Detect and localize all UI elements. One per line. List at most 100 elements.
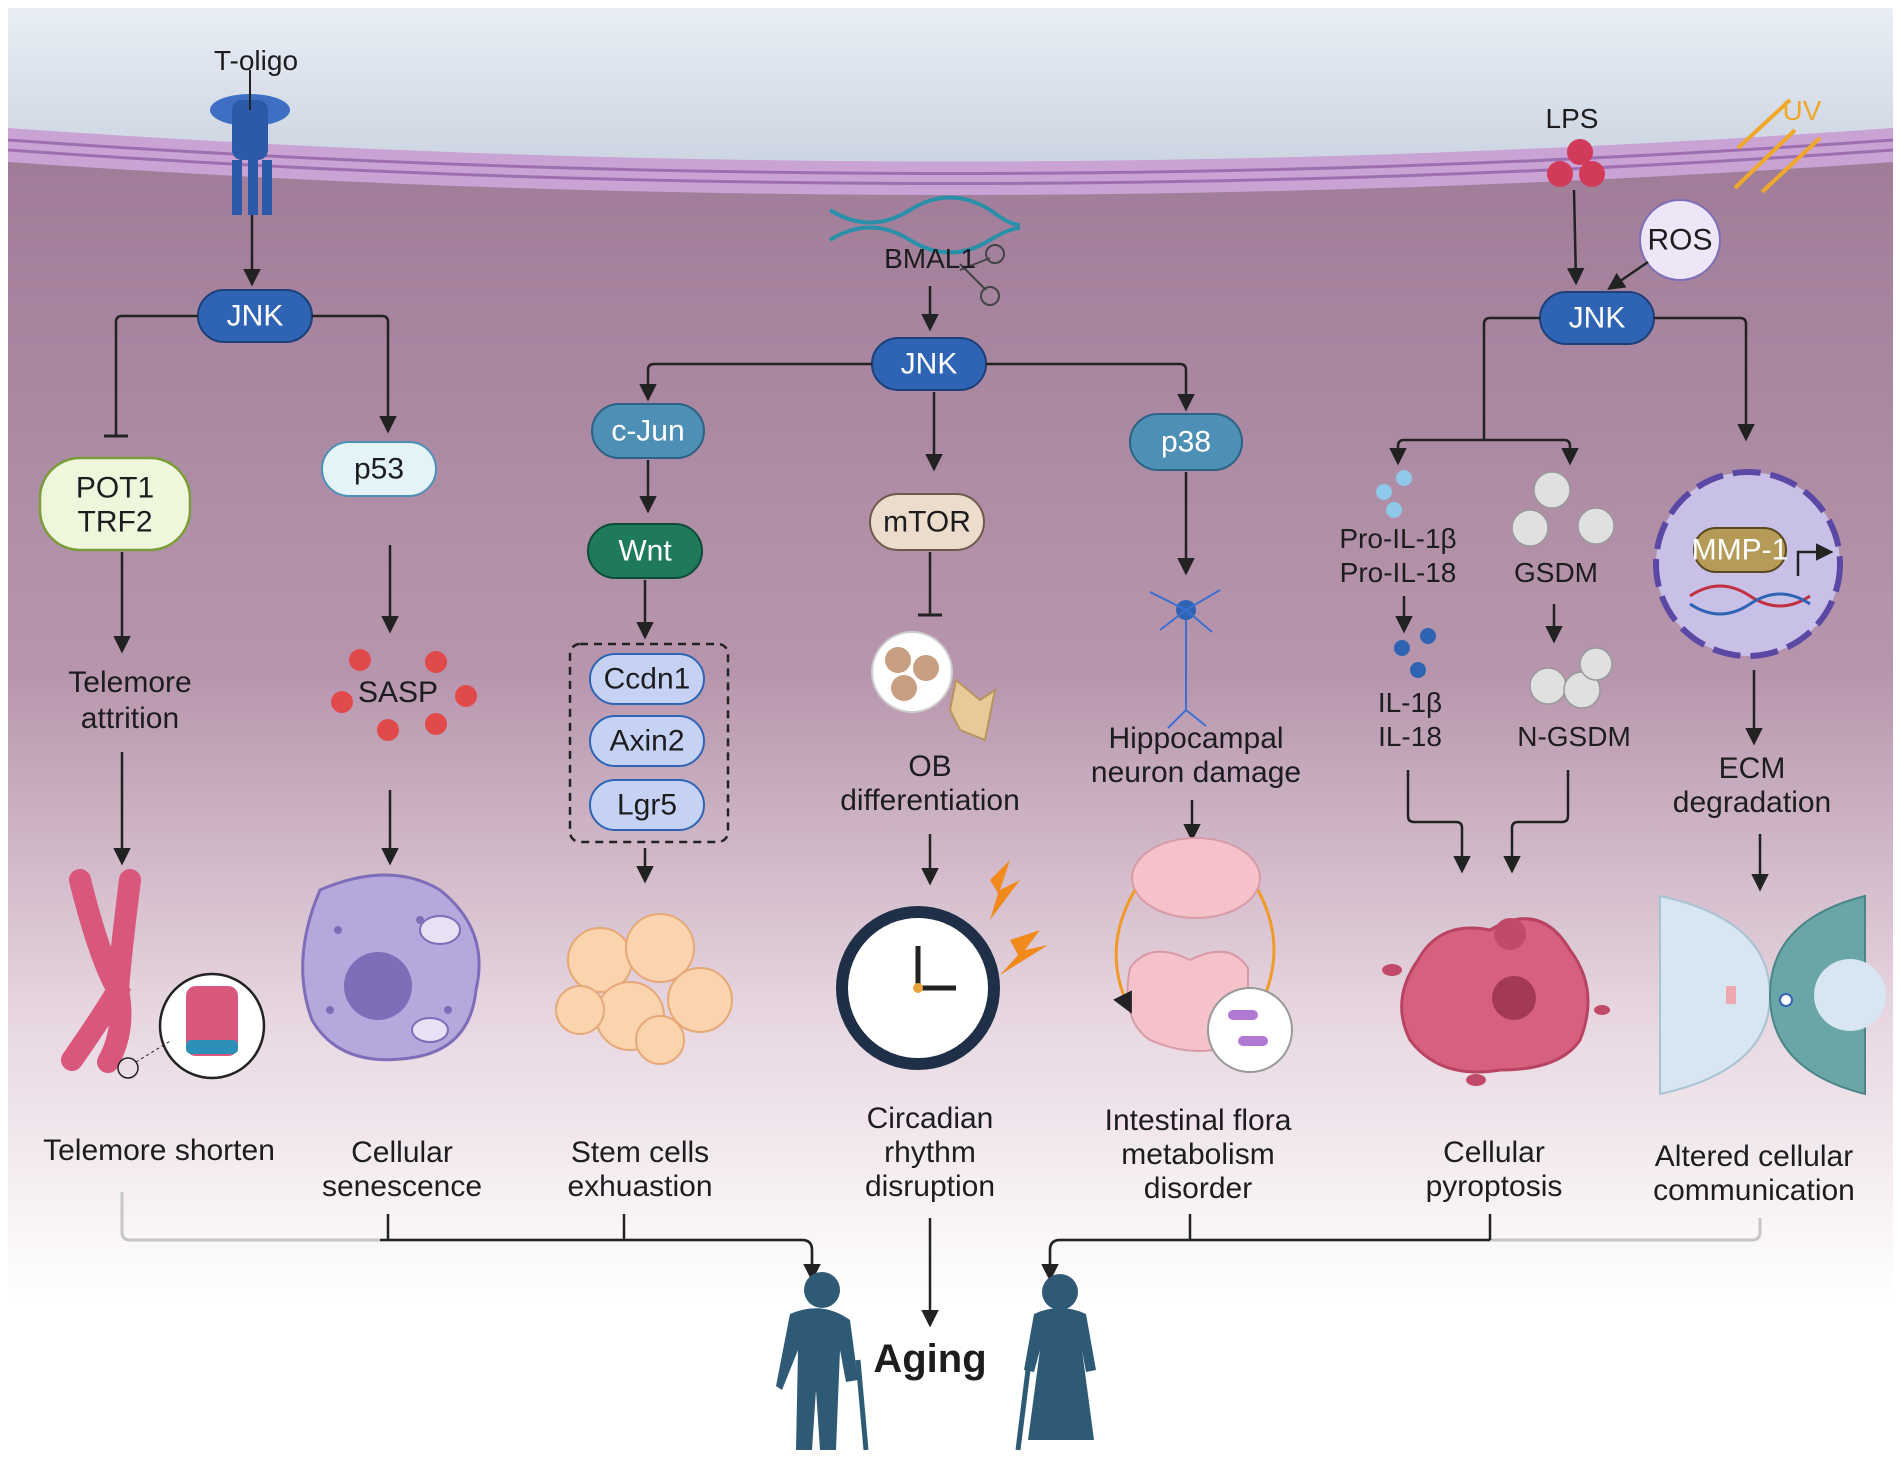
inhibit-jnk-pot1 [114,314,198,435]
sasp-particles-icon [331,649,477,741]
arrow-jnk-p38 [986,362,1195,412]
cjun-label: c-Jun [611,415,684,448]
arrow-il-pyroptosis [1406,770,1471,874]
pot1-trf2-node: POT1 TRF2 [38,456,192,552]
arrow-right-to-aging [1041,1238,1490,1282]
membrane-line-1 [7,138,1894,175]
t-oligo-label: T-oligo [214,45,298,76]
outcome-flora-line3: disorder [1144,1172,1252,1205]
outcome-flora: Intestinal flora metabolism disorder [1105,1104,1292,1205]
arrow-ros-jnk [1607,260,1649,290]
outcome-communication-line1: Altered cellular [1655,1140,1853,1173]
outcome-telomere: Telemore shorten [43,1134,275,1167]
outcome-communication-line2: communication [1653,1174,1855,1207]
elderly-woman-icon [1015,1274,1096,1451]
uv-rays-icon [1733,98,1822,194]
outcome-stem-line1: Stem cells [571,1136,709,1169]
bmal1-label: BMAL1 [884,243,976,274]
n-gsdm-label: N-GSDM [1517,721,1631,752]
lgr5-label: Lgr5 [617,789,677,822]
nucleus-icon [1653,469,1843,659]
senescent-cell-icon [301,873,481,1062]
axin2-label: Axin2 [609,725,684,758]
lps-label: LPS [1546,103,1599,134]
jnk-left-node: JNK [197,289,313,343]
il1b-label: IL-1β [1378,687,1442,718]
il18-label: IL-18 [1378,721,1442,752]
neuron-icon [1149,589,1221,729]
ob-label-line2: differentiation [840,784,1020,817]
ros-node: ROS [1639,199,1721,281]
arrow-ngsdm-pyroptosis [1503,770,1570,874]
cell-membrane [8,128,1893,195]
telomere-attrition-line1: Telemore [68,666,191,699]
p38-node: p38 [1129,413,1243,471]
gsdm-icon [1511,471,1615,547]
ccdn1-label: Ccdn1 [604,663,691,696]
jnk-right-label: JNK [1569,302,1626,335]
outcome-circadian: Circadian rhythm disruption [865,1102,995,1203]
jnk-left-label: JNK [227,300,284,333]
outcome-pyroptosis: Cellular pyroptosis [1426,1136,1563,1203]
arrow-jnk-nucleus [1654,316,1755,442]
wnt-node: Wnt [587,523,703,579]
outcome-communication: Altered cellular communication [1653,1140,1855,1207]
ecm-label-line1: ECM [1719,752,1786,785]
p53-label: p53 [354,453,404,486]
outcome-senescence-line2: senescence [322,1170,482,1203]
p38-label: p38 [1161,426,1211,459]
wnt-label: Wnt [618,535,672,568]
outcome-telomere-line1: Telemore shorten [43,1134,275,1167]
ros-label: ROS [1647,224,1712,257]
receptor-icon [210,70,290,215]
stem-cells-icon [555,913,733,1065]
arrow-lps-jnk [1566,189,1585,286]
arrow-jnk-proil [1389,438,1484,466]
lps-particles-icon [1547,139,1605,187]
dna-scissors-icon [828,195,1021,306]
jnk-center-label: JNK [901,348,958,381]
axin2-node: Axin2 [589,715,705,767]
mtor-node: mTOR [869,493,985,551]
outcome-flora-line2: metabolism [1121,1138,1274,1171]
elderly-man-icon [776,1272,869,1451]
outcome-stem: Stem cells exhuastion [567,1136,712,1203]
il-particles-icon [1394,628,1436,678]
jnk-right-node: JNK [1539,291,1655,345]
ccdn1-node: Ccdn1 [589,653,705,705]
pro-il1b-label: Pro-IL-1β [1339,523,1456,554]
arrow-jnk-cjun [639,362,872,402]
gsdm-label: GSDM [1514,557,1598,588]
membrane-line-2 [7,148,1894,185]
outcome-pyroptosis-line1: Cellular [1443,1136,1545,1169]
pro-il-particles-icon [1376,470,1412,518]
telomere-attrition-line2: attrition [81,702,179,735]
aging-label: Aging [873,1337,986,1381]
osteoblast-bone-icon [871,631,997,742]
jnk-center-node: JNK [871,337,987,391]
hippocampal-label-line2: neuron damage [1091,756,1301,789]
ob-label-line1: OB [908,750,951,783]
lgr5-node: Lgr5 [589,779,705,831]
trf2-label: TRF2 [78,506,153,539]
p53-node: p53 [321,441,437,497]
arrow-left-to-aging [380,1238,821,1282]
pyroptotic-cell-icon [1382,917,1610,1086]
outcome-pyroptosis-line2: pyroptosis [1426,1170,1563,1203]
clock-icon [836,860,1048,1070]
cjun-node: c-Jun [591,403,705,459]
outcome-senescence-line1: Cellular [351,1136,453,1169]
wnt-targets-box [568,642,730,844]
outcome-circadian-line1: Circadian [867,1102,994,1135]
sasp-label: SASP [358,676,438,709]
outcome-flora-line1: Intestinal flora [1105,1104,1292,1137]
arrow-jnk-gsdm [1484,438,1579,466]
line-jnk-split [1482,316,1540,440]
pro-il18-label: Pro-IL-18 [1340,557,1457,588]
mmp1-label: MMP-1 [1692,534,1789,567]
mtor-label: mTOR [883,506,971,539]
hippocampal-label-line1: Hippocampal [1108,722,1283,755]
outcome-senescence: Cellular senescence [322,1136,482,1203]
outcome-stem-line2: exhuastion [567,1170,712,1203]
